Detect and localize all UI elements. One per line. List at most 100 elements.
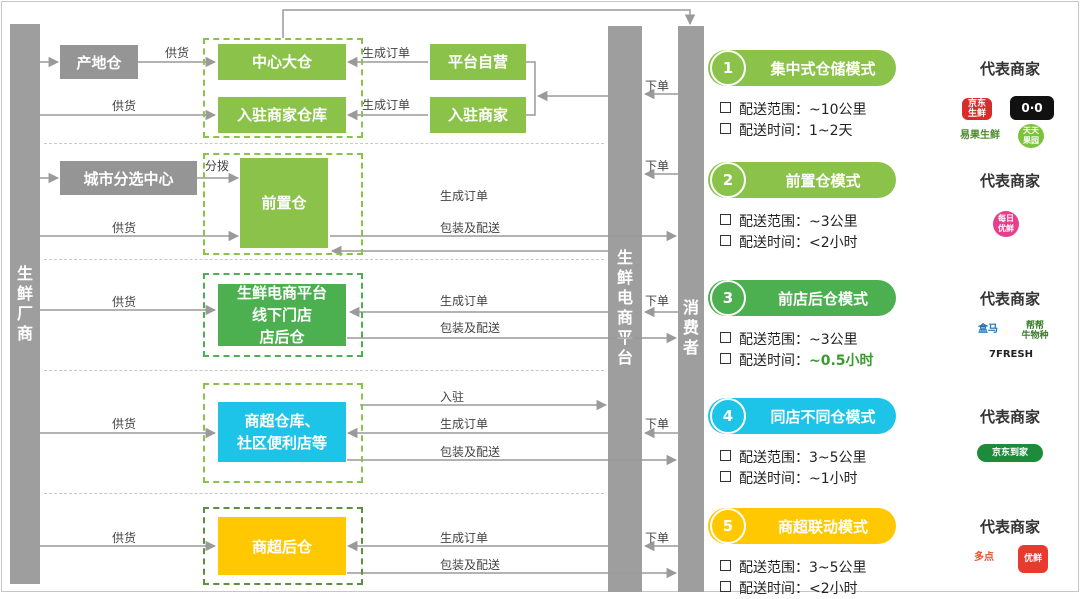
order-label: 生成订单	[362, 98, 411, 112]
order-label: 生成订单	[440, 294, 489, 308]
mode-number-badge: 3	[710, 280, 746, 316]
logo-text: 京东到家	[991, 448, 1028, 458]
supply-label: 供货	[112, 99, 137, 113]
consumer-pillar: 消费者	[678, 26, 704, 592]
order-label: 生成订单	[440, 531, 489, 545]
row-separator	[44, 143, 604, 144]
box-line: 店后仓	[259, 328, 305, 346]
pack-deliver-label: 包装及配送	[440, 558, 501, 572]
representative-merchants-label: 代表商家	[979, 518, 1040, 536]
mode-name: 同店不同仓模式	[770, 407, 876, 426]
delivery-range: 配送范围：~3公里	[720, 212, 858, 232]
mode-name: 商超联动模式	[777, 517, 868, 536]
order-label: 生成订单	[440, 189, 489, 203]
platform-self-box: 平台自营	[430, 44, 526, 80]
merchant-warehouse-box: 入驻商家仓库	[218, 97, 346, 133]
distribute-label: 分拨	[205, 159, 230, 173]
delivery-time-prefix: 配送时间：	[739, 353, 809, 369]
supermarket-warehouse-box: 商超仓库、 社区便利店等	[218, 402, 346, 462]
row-separator	[44, 370, 604, 371]
jd-daojia-logo: 京东到家	[977, 444, 1043, 462]
row4-dashed-group	[203, 383, 363, 483]
yiguo-logo: 易果生鲜	[960, 126, 1000, 146]
representative-merchants-label: 代表商家	[979, 172, 1040, 190]
order-label: 生成订单	[440, 417, 489, 431]
delivery-range: 配送范围：~10公里	[720, 100, 867, 120]
manufacturer-pillar: 生鲜厂商	[10, 24, 40, 584]
checkbox-icon	[720, 332, 731, 343]
logo-text: 易果生鲜	[960, 130, 1000, 141]
row3-dashed-group	[203, 273, 363, 357]
manufacturer-label: 生鲜厂商	[16, 264, 33, 343]
mode-number-badge: 2	[710, 162, 746, 198]
delivery-range-text: 配送范围：3~5公里	[739, 450, 867, 466]
pack-deliver-label: 包装及配送	[440, 445, 501, 459]
place-order-label: 下单	[645, 531, 670, 545]
jd-fresh-logo: 京东 生鲜	[962, 98, 992, 120]
settle-in-label: 入驻	[440, 390, 465, 404]
front-warehouse-box: 前置仓	[240, 158, 328, 248]
delivery-range: 配送范围：3~5公里	[720, 558, 867, 578]
mode-name: 集中式仓储模式	[770, 59, 876, 78]
delivery-time-text: 配送时间：~1小时	[739, 471, 858, 487]
logo-text: 7FRESH	[989, 349, 1033, 360]
delivery-time: 配送时间：~0.5小时	[720, 351, 874, 371]
pack-deliver-label: 包装及配送	[440, 321, 501, 335]
delivery-range: 配送范围：3~5公里	[720, 448, 867, 468]
delivery-time-text: 配送时间：<2小时	[739, 581, 858, 597]
mode-number-badge: 5	[710, 508, 746, 544]
delivery-time-text: 配送时间：1~2天	[739, 123, 853, 139]
place-order-label: 下单	[645, 159, 670, 173]
platform-pillar: 生鲜电商平台	[608, 26, 642, 592]
hema-logo: 盒马	[968, 318, 1008, 342]
logo-text: 盒马	[978, 324, 998, 335]
box-line: 生鲜电商平台	[236, 284, 327, 302]
place-order-label: 下单	[645, 294, 670, 308]
delivery-time: 配送时间：<2小时	[720, 233, 858, 253]
pack-deliver-label: 包装及配送	[440, 221, 501, 235]
row-separator	[44, 259, 604, 260]
checkbox-icon	[720, 102, 731, 113]
place-order-label: 下单	[645, 79, 670, 93]
checkbox-icon	[720, 235, 731, 246]
delivery-time: 配送时间：<2小时	[720, 579, 858, 599]
place-order-label: 下单	[645, 417, 670, 431]
logo-text: 帮帮 牛物种	[1021, 321, 1049, 341]
logo-text: 京东 生鲜	[967, 99, 986, 119]
origin-warehouse-box: 产地仓	[60, 45, 138, 79]
representative-merchants-label: 代表商家	[979, 60, 1040, 78]
row-separator	[44, 493, 604, 494]
delivery-range-text: 配送范围：3~5公里	[739, 560, 867, 576]
representative-merchants-label: 代表商家	[979, 290, 1040, 308]
row2-dashed-group	[203, 153, 363, 255]
tiantian-logo: 天天 果园	[1018, 124, 1044, 148]
store-back-warehouse-box: 生鲜电商平台 线下门店 店后仓	[218, 284, 346, 346]
delivery-range-text: 配送范围：~3公里	[739, 214, 858, 230]
supply-label: 供货	[112, 221, 137, 235]
checkbox-icon	[720, 581, 731, 592]
box-line: 社区便利店等	[236, 434, 327, 452]
supply-label: 供货	[112, 531, 137, 545]
box-line: 商超仓库、	[244, 412, 320, 430]
tmall-logo: 0·0	[1010, 96, 1054, 120]
meiri-logo: 每日 优鲜	[993, 211, 1019, 237]
mode-number-badge: 1	[710, 50, 746, 86]
bangbang-logo: 帮帮 牛物种	[1018, 318, 1052, 344]
checkbox-icon	[720, 450, 731, 461]
delivery-time-highlight: ~0.5小时	[809, 353, 874, 369]
logo-text: 天天 果园	[1023, 126, 1039, 145]
delivery-time: 配送时间：1~2天	[720, 121, 853, 141]
logo-text: 优鲜	[1023, 554, 1042, 564]
representative-merchants-label: 代表商家	[979, 408, 1040, 426]
supermarket-back-warehouse-box: 商超后仓	[218, 517, 346, 575]
mode-name: 前置仓模式	[785, 171, 861, 190]
checkbox-icon	[720, 353, 731, 364]
delivery-range-text: 配送范围：~10公里	[739, 102, 867, 118]
supply-label: 供货	[165, 46, 190, 60]
checkbox-icon	[720, 214, 731, 225]
checkbox-icon	[720, 471, 731, 482]
checkbox-icon	[720, 560, 731, 571]
consumer-label: 消费者	[682, 298, 699, 357]
